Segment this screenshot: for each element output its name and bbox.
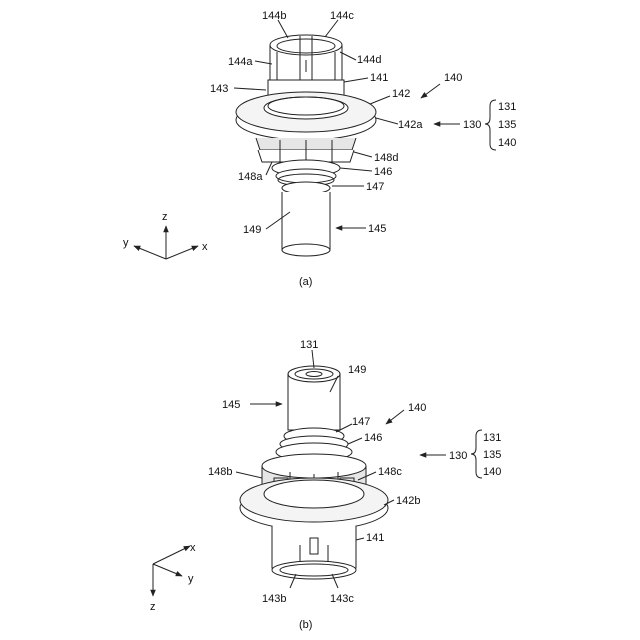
connector-drawing-a (236, 35, 376, 256)
axis-y-a: y (123, 237, 129, 249)
label-147-b: 147 (352, 416, 370, 428)
label-140-b: 140 (408, 402, 426, 414)
label-148c: 148c (378, 466, 402, 478)
figure-b: 131 149 145 147 140 146 130 131 135 140 … (150, 339, 501, 631)
label-130-b: 130 (449, 450, 467, 462)
label-143: 143 (210, 83, 228, 95)
axis-y-b: y (188, 573, 194, 585)
label-143b: 143b (262, 593, 286, 605)
arrow-140-b (386, 410, 404, 424)
axes-b: x y z (150, 542, 196, 613)
label-144d: 144d (357, 54, 381, 66)
label-145-b: 145 (222, 399, 240, 411)
label-144c: 144c (330, 10, 354, 22)
label-131-top: 131 (300, 339, 318, 351)
label-142a: 142a (398, 119, 423, 131)
label-148a: 148a (238, 171, 263, 183)
label-145: 145 (368, 223, 386, 235)
label-140-brace-b: 140 (483, 466, 501, 478)
label-142b: 142b (396, 495, 420, 507)
label-146: 146 (374, 166, 392, 178)
label-148d: 148d (374, 152, 398, 164)
label-143c: 143c (330, 593, 354, 605)
axes-a: z x y (123, 211, 208, 259)
label-131-brace: 131 (483, 432, 501, 444)
caption-b: (b) (299, 619, 312, 631)
axis-z-b: z (150, 601, 156, 613)
label-146-b: 146 (364, 432, 382, 444)
label-141-b: 141 (366, 532, 384, 544)
axis-x-a: x (202, 241, 208, 253)
arrow-140-a (421, 84, 440, 98)
label-144b: 144b (262, 10, 286, 22)
axis-x-b: x (190, 542, 196, 554)
label-144a: 144a (228, 56, 253, 68)
label-149-b: 149 (348, 364, 366, 376)
figure-a: 144b 144c 144a 144d 141 143 140 142 142a… (123, 10, 516, 288)
label-148b: 148b (208, 466, 232, 478)
axis-z-a: z (162, 211, 168, 223)
brace-a (485, 100, 496, 150)
label-140: 140 (444, 72, 462, 84)
label-135: 135 (498, 119, 516, 131)
label-140-brace: 140 (498, 137, 516, 149)
caption-a: (a) (299, 276, 312, 288)
label-141: 141 (370, 72, 388, 84)
connector-drawing-b (240, 366, 388, 579)
label-142: 142 (392, 88, 410, 100)
label-130: 130 (463, 119, 481, 131)
label-135-b: 135 (483, 449, 501, 461)
label-131: 131 (498, 101, 516, 113)
brace-b (471, 430, 482, 478)
label-149: 149 (243, 224, 261, 236)
label-147: 147 (366, 181, 384, 193)
